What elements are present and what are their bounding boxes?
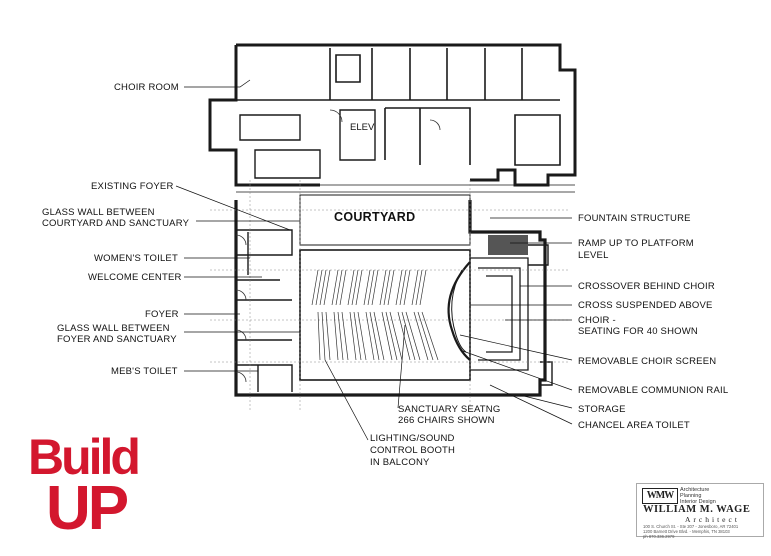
elev-label: ELEV [350,122,375,133]
choir-room-walls [236,99,376,179]
communion-rail [451,269,467,353]
label-foyer: FOYER [145,309,179,320]
label-choir-b: SEATING FOR 40 SHOWN [578,326,698,337]
label-glass-wall-1b: COURTYARD AND SANCTUARY [42,218,190,229]
label-glass-wall-2a: GLASS WALL BETWEEN [57,323,170,334]
label-fountain-structure: FOUNTAIN STRUCTURE [578,213,691,224]
address-3: ph 870.336.2979 [643,534,675,539]
label-mebs-toilet: MEB'S TOILET [111,366,178,377]
label-booth-b: CONTROL BOOTH [370,445,456,456]
corridor [236,184,575,193]
logo-word-build: Build [28,429,141,485]
ramp [488,235,528,255]
logo-word-up: UP [46,474,129,543]
label-sanctuary-seating-b: 266 CHAIRS SHOWN [398,415,495,426]
architect-name: WILLIAM M. WAGE [643,504,751,515]
top-rooms [329,48,561,166]
tagline-3: Interior Design [680,499,716,505]
label-choir-a: CHOIR - [578,315,616,326]
label-glass-wall-2b: FOYER AND SANCTUARY [57,334,177,345]
courtyard-label: COURTYARD [334,210,416,224]
label-sanctuary-seating-a: SANCTUARY SEATNG [398,404,501,415]
label-womens-toilet: WOMEN'S TOILET [94,253,178,264]
tagline-1: Architecture [680,487,710,493]
label-booth-c: IN BALCONY [370,457,430,468]
address-2: 1200 Barnett Drive Blvd. - Memphis, TN 3… [643,529,730,534]
sanctuary-wall [234,200,547,397]
label-crossover: CROSSOVER BEHIND CHOIR [578,281,715,292]
label-glass-wall-1a: GLASS WALL BETWEEN [42,207,155,218]
label-ramp-a: RAMP UP TO PLATFORM [578,238,694,249]
label-cross-suspended: CROSS SUSPENDED ABOVE [578,300,713,311]
choir-loft [470,257,529,371]
leader-lines [175,79,573,441]
east-bump [528,244,553,386]
chair-rows [311,269,439,361]
label-storage: STORAGE [578,404,626,415]
architect-role: Architect [685,515,740,524]
door-swings [235,109,441,383]
label-existing-foyer: EXISTING FOYER [91,181,174,192]
label-choir-room: CHOIR ROOM [114,82,179,93]
label-ramp-b: LEVEL [578,250,609,261]
architect-address: 100 S. Church St. - Ste 207 - Jonesboro,… [643,524,738,539]
address-1: 100 S. Church St. - Ste 207 - Jonesboro,… [643,524,739,529]
foyer-rooms [235,229,293,392]
architect-monogram: WMW [642,488,678,504]
label-choir-screen: REMOVABLE CHOIR SCREEN [578,356,717,367]
sanctuary-hall [299,249,471,381]
build-up-logo: Build UP [28,432,146,540]
tagline-2: Planning [680,493,702,499]
label-chancel-toilet: CHANCEL AREA TOILET [578,420,690,431]
label-booth-a: LIGHTING/SOUND [370,433,455,444]
architect-stamp: WMW Architecture Planning Interior Desig… [636,483,764,539]
label-welcome-center: WELCOME CENTER [88,272,182,283]
label-communion-rail: REMOVABLE COMMUNION RAIL [578,385,729,396]
architect-tagline: Architecture Planning Interior Design [680,487,716,505]
